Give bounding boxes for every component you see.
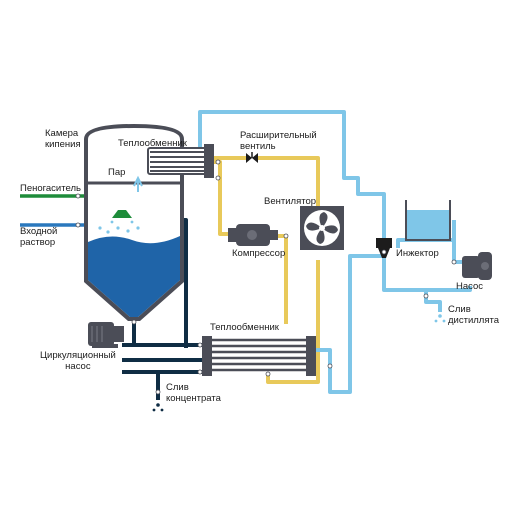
spray-nozzle (112, 210, 132, 218)
label-circulation-pump: Циркуляционный насос (40, 350, 116, 372)
label-distillate-drain-line2: дистиллята (448, 315, 500, 326)
distillate-drain-pipe (424, 290, 442, 312)
label-chamber: Камера кипения (45, 128, 81, 150)
spray-droplets (98, 220, 140, 234)
label-feed-line1: Входной (20, 226, 58, 237)
fan (300, 206, 344, 250)
distillate-pipe-from-hx (316, 254, 384, 394)
label-expansion-valve-line1: Расширительный (240, 130, 317, 141)
label-circulation-pump-line1: Циркуляционный (40, 350, 116, 361)
label-expansion-valve: Расширительный вентиль (240, 130, 317, 152)
liquid-level (88, 236, 180, 317)
top-heat-exchanger (147, 144, 214, 178)
label-expansion-valve-line2: вентиль (240, 141, 276, 152)
boiling-chamber (84, 124, 184, 321)
bottom-heat-exchanger (202, 336, 316, 376)
label-concentrate-drain: Слив концентрата (166, 382, 221, 404)
refrigerant-pipe-to-hx (276, 234, 288, 324)
label-concentrate-drain-line1: Слив (166, 382, 189, 393)
label-feed: Входной раствор (20, 226, 57, 248)
label-chamber-line2: кипения (45, 139, 81, 150)
refrigerant-pipe-hot-gas (214, 160, 234, 236)
label-injector: Инжектор (396, 248, 439, 259)
label-defoamer: Пеногаситель (20, 183, 81, 194)
label-feed-line2: раствор (20, 237, 56, 248)
label-distillate-pump: Насос (456, 281, 484, 292)
label-bottom-heat-exchanger: Теплообменник (210, 322, 279, 333)
distillate-tank (405, 200, 451, 241)
label-distillate-drain: Слив дистиллята (448, 304, 499, 326)
label-chamber-line1: Камера (45, 128, 79, 139)
distillate-pump (462, 252, 492, 280)
label-distillate-drain-line1: Слив (448, 304, 471, 315)
label-circulation-pump-line2: насос (65, 361, 91, 372)
label-steam: Пар (108, 167, 126, 178)
circulation-pump (88, 322, 124, 348)
distillate-pipe-top (198, 110, 386, 238)
expansion-valve (246, 152, 258, 163)
distillate-drain-drops (434, 314, 446, 323)
label-compressor: Компрессор (232, 248, 286, 259)
steam-arrow (133, 175, 143, 192)
label-fan: Вентилятор (264, 196, 317, 207)
refrigerant-pipe-top (214, 156, 320, 220)
pipe-flanges (75, 159, 457, 395)
concentrate-drain-drops (152, 403, 164, 412)
label-concentrate-drain-line2: концентрата (166, 393, 221, 404)
label-top-heat-exchanger: Теплообменник (118, 138, 187, 149)
circulation-pipe-return (122, 370, 212, 400)
compressor (228, 224, 278, 246)
